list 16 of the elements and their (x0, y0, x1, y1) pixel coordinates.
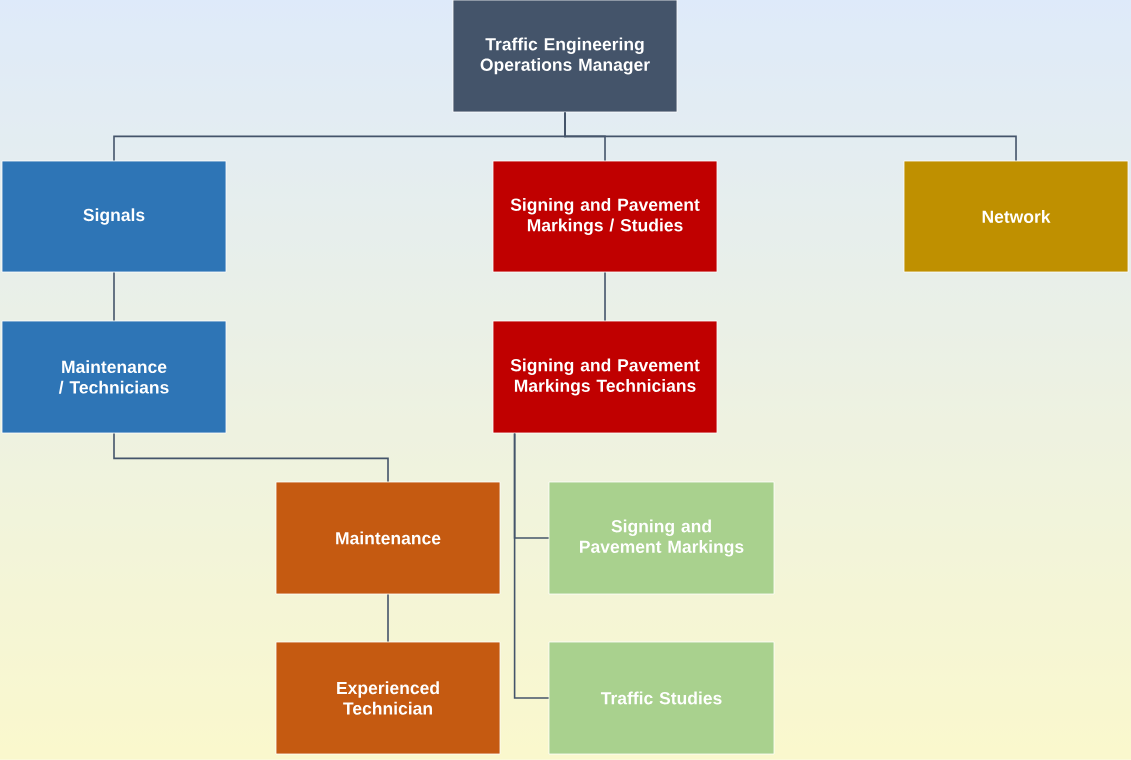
org-box: Signing and Pavement Markings / Studies (492, 160, 718, 273)
connector-line (387, 593, 389, 643)
connector-line (513, 432, 550, 699)
org-box: Traffic Studies (548, 641, 775, 755)
org-box: Signing and Pavement Markings Technicians (492, 320, 718, 434)
connector-line (604, 271, 606, 322)
connector-line (564, 111, 1017, 162)
org-box: Signals (1, 160, 227, 273)
org-box: Signing and Pavement Markings (548, 481, 775, 595)
connector-line (113, 432, 389, 483)
org-box: Maintenance / Technicians (1, 320, 227, 434)
org-box: Experienced Technician (275, 641, 501, 755)
org-box: Traffic Engineering Operations Manager (452, 0, 678, 113)
org-box: Network (903, 160, 1129, 273)
org-box: Maintenance (275, 481, 501, 595)
connector-line (113, 271, 115, 322)
